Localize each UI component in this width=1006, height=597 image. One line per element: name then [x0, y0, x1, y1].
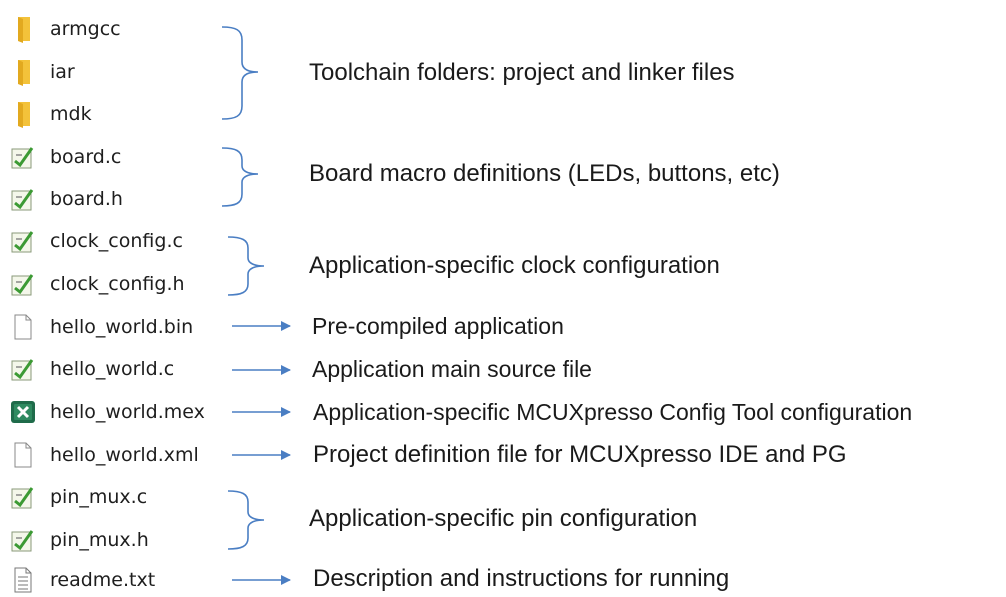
file-name: iar: [50, 61, 75, 83]
file-name: armgcc: [50, 18, 121, 40]
text-file-icon: [8, 565, 38, 595]
description-pinmux: Application-specific pin configuration: [309, 505, 698, 532]
file-name: clock_config.c: [50, 230, 183, 252]
file-row-hello-world-c[interactable]: hello_world.c: [8, 352, 174, 386]
file-row-hello-world-xml[interactable]: hello_world.xml: [8, 438, 199, 472]
mex-file-icon: [8, 397, 38, 427]
description-bin: Pre-compiled application: [312, 313, 564, 339]
folder-icon: [8, 14, 38, 44]
source-file-icon: [8, 525, 38, 555]
description-readme: Description and instructions for running: [313, 565, 730, 592]
file-name: pin_mux.h: [50, 529, 149, 551]
source-file-icon: [8, 184, 38, 214]
description-clock: Application-specific clock configuration: [309, 252, 720, 279]
blank-file-icon: [8, 440, 38, 470]
description-board: Board macro definitions (LEDs, buttons, …: [309, 160, 780, 187]
source-file-icon: [8, 354, 38, 384]
file-name: mdk: [50, 103, 92, 125]
file-name: readme.txt: [50, 569, 156, 591]
source-file-icon: [8, 269, 38, 299]
source-file-icon: [8, 226, 38, 256]
file-row-board-c[interactable]: board.c: [8, 140, 121, 174]
file-row-iar[interactable]: iar: [8, 55, 75, 89]
file-row-readme-txt[interactable]: readme.txt: [8, 563, 155, 597]
file-name: hello_world.bin: [50, 316, 194, 338]
file-row-hello-world-mex[interactable]: hello_world.mex: [8, 395, 205, 429]
file-list: armgcc iar mdk board.c board.h clock_con…: [0, 0, 240, 595]
file-row-mdk[interactable]: mdk: [8, 97, 92, 131]
blank-file-icon: [8, 312, 38, 342]
source-file-icon: [8, 482, 38, 512]
file-name: hello_world.c: [50, 358, 175, 380]
file-name: hello_world.mex: [50, 401, 205, 423]
file-name: board.h: [50, 188, 123, 210]
source-file-icon: [8, 142, 38, 172]
description-toolchain: Toolchain folders: project and linker fi…: [309, 59, 735, 86]
file-row-armgcc[interactable]: armgcc: [8, 12, 121, 46]
folder-icon: [8, 57, 38, 87]
file-row-hello-world-bin[interactable]: hello_world.bin: [8, 310, 193, 344]
file-name: board.c: [50, 146, 122, 168]
folder-icon: [8, 99, 38, 129]
file-name: clock_config.h: [50, 273, 185, 295]
file-row-board-h[interactable]: board.h: [8, 182, 123, 216]
file-row-clock-config-h[interactable]: clock_config.h: [8, 267, 185, 301]
file-row-pin-mux-c[interactable]: pin_mux.c: [8, 480, 147, 514]
description-main: Application main source file: [312, 356, 592, 382]
description-xml: Project definition file for MCUXpresso I…: [313, 441, 847, 468]
file-row-pin-mux-h[interactable]: pin_mux.h: [8, 523, 149, 557]
file-name: hello_world.xml: [50, 444, 199, 466]
file-row-clock-config-c[interactable]: clock_config.c: [8, 224, 183, 258]
description-mex: Application-specific MCUXpresso Config T…: [313, 399, 913, 425]
file-name: pin_mux.c: [50, 486, 148, 508]
